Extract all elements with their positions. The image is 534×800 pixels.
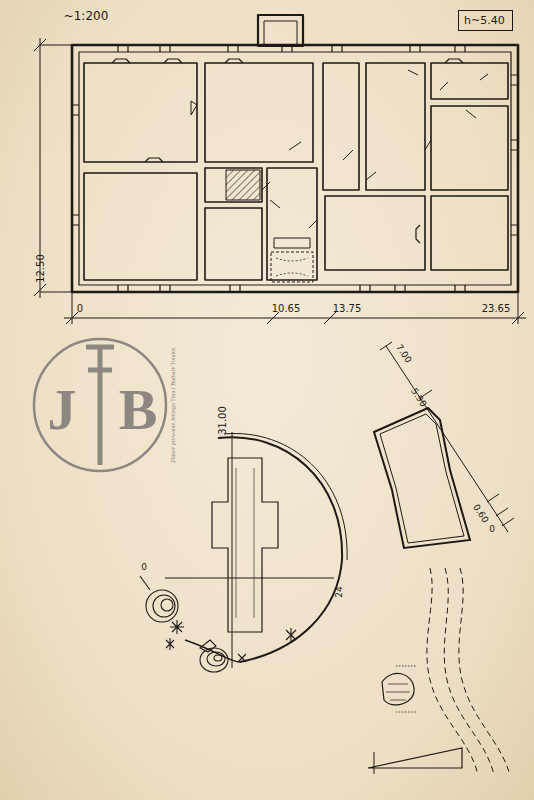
dimension: 31.00 — [216, 406, 227, 435]
dimension: 0 — [489, 525, 495, 535]
dimension: 10.65 — [272, 303, 301, 314]
dimension: 23.65 — [482, 303, 511, 314]
dimension: 13.75 — [333, 303, 362, 314]
watermark-letter: B — [119, 378, 158, 442]
site-sketch — [140, 342, 514, 775]
watermark-logo — [34, 339, 166, 471]
scale-box: h~5.40 — [458, 10, 513, 31]
dimension: 24 — [335, 586, 345, 597]
watermark-text: Zbiory prywatne Jerzego Tura i Barbary T… — [171, 347, 178, 462]
dimension: 0 — [141, 563, 147, 573]
floor-plan — [34, 15, 526, 324]
watermark-letter: J — [48, 378, 77, 442]
height-note: h~5.40 — [459, 11, 512, 30]
scale-note: ~1:200 — [64, 10, 109, 23]
dimension: 12.50 — [34, 254, 45, 283]
dimension: 0.60 — [470, 503, 489, 525]
dimension: 0 — [77, 303, 83, 314]
